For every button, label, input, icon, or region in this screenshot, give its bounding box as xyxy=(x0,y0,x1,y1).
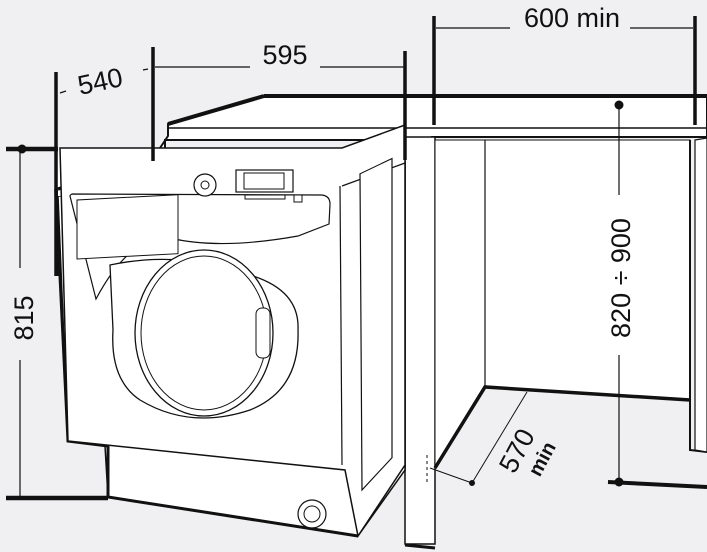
height-label: 815 xyxy=(9,295,39,340)
door-handle xyxy=(255,307,271,359)
countertop xyxy=(148,94,707,165)
cabinet-niche xyxy=(404,136,707,550)
counter-height-label: 820 ÷ 900 xyxy=(606,218,636,338)
depth-label: 540 xyxy=(75,62,125,101)
washing-machine xyxy=(54,123,406,538)
width-label: 595 xyxy=(262,40,307,70)
dimension-lines xyxy=(6,16,707,501)
niche-width-label: 600 min xyxy=(524,3,620,33)
